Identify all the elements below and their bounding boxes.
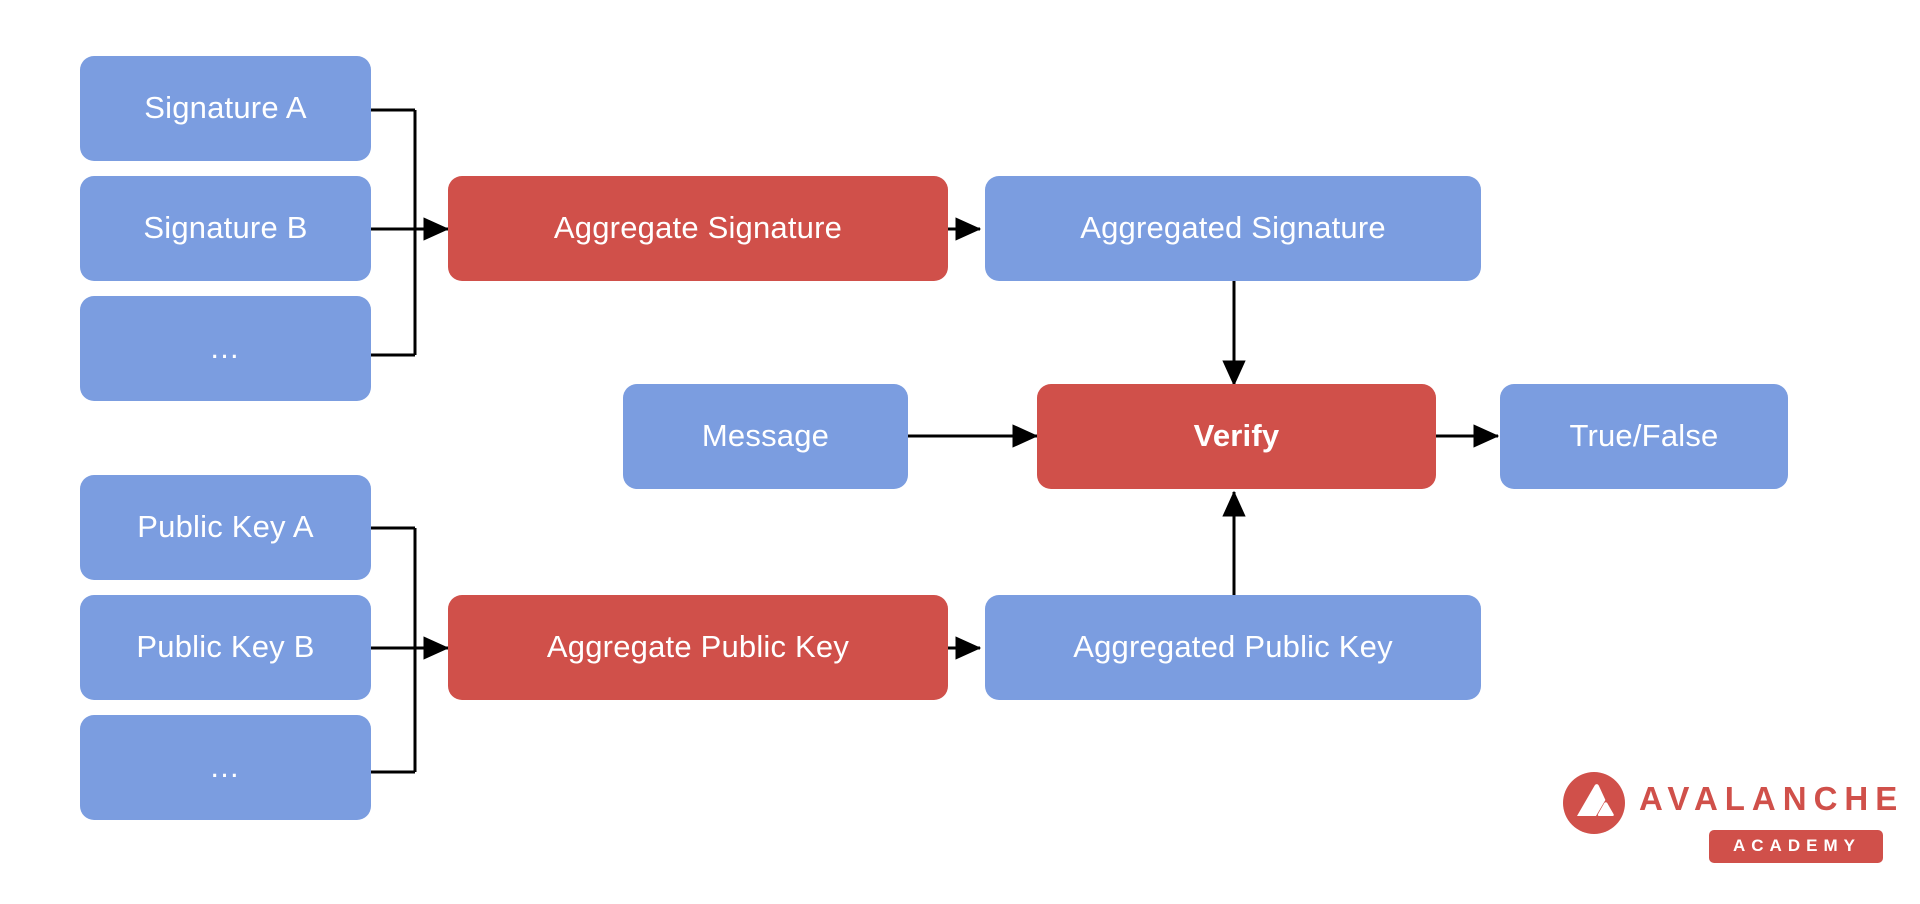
node-aggregated-signature[interactable]: Aggregated Signature xyxy=(985,176,1481,281)
avalanche-wordmark: AVALANCHE xyxy=(1639,780,1905,817)
node-public-key-a[interactable]: Public Key A xyxy=(80,475,371,580)
academy-badge: ACADEMY xyxy=(1709,830,1883,863)
avalanche-academy-logo: AVALANCHE ACADEMY xyxy=(1563,770,1908,880)
node-verify[interactable]: Verify xyxy=(1037,384,1436,489)
node-result[interactable]: True/False xyxy=(1500,384,1788,489)
node-signature-a[interactable]: Signature A xyxy=(80,56,371,161)
node-public-key-more[interactable]: … xyxy=(80,715,371,820)
node-public-key-b[interactable]: Public Key B xyxy=(80,595,371,700)
node-message[interactable]: Message xyxy=(623,384,908,489)
node-aggregate-signature[interactable]: Aggregate Signature xyxy=(448,176,948,281)
node-signature-b[interactable]: Signature B xyxy=(80,176,371,281)
node-aggregated-public-key[interactable]: Aggregated Public Key xyxy=(985,595,1481,700)
node-aggregate-public-key[interactable]: Aggregate Public Key xyxy=(448,595,948,700)
avalanche-triangle-mark xyxy=(1563,772,1625,834)
node-signature-more[interactable]: … xyxy=(80,296,371,401)
